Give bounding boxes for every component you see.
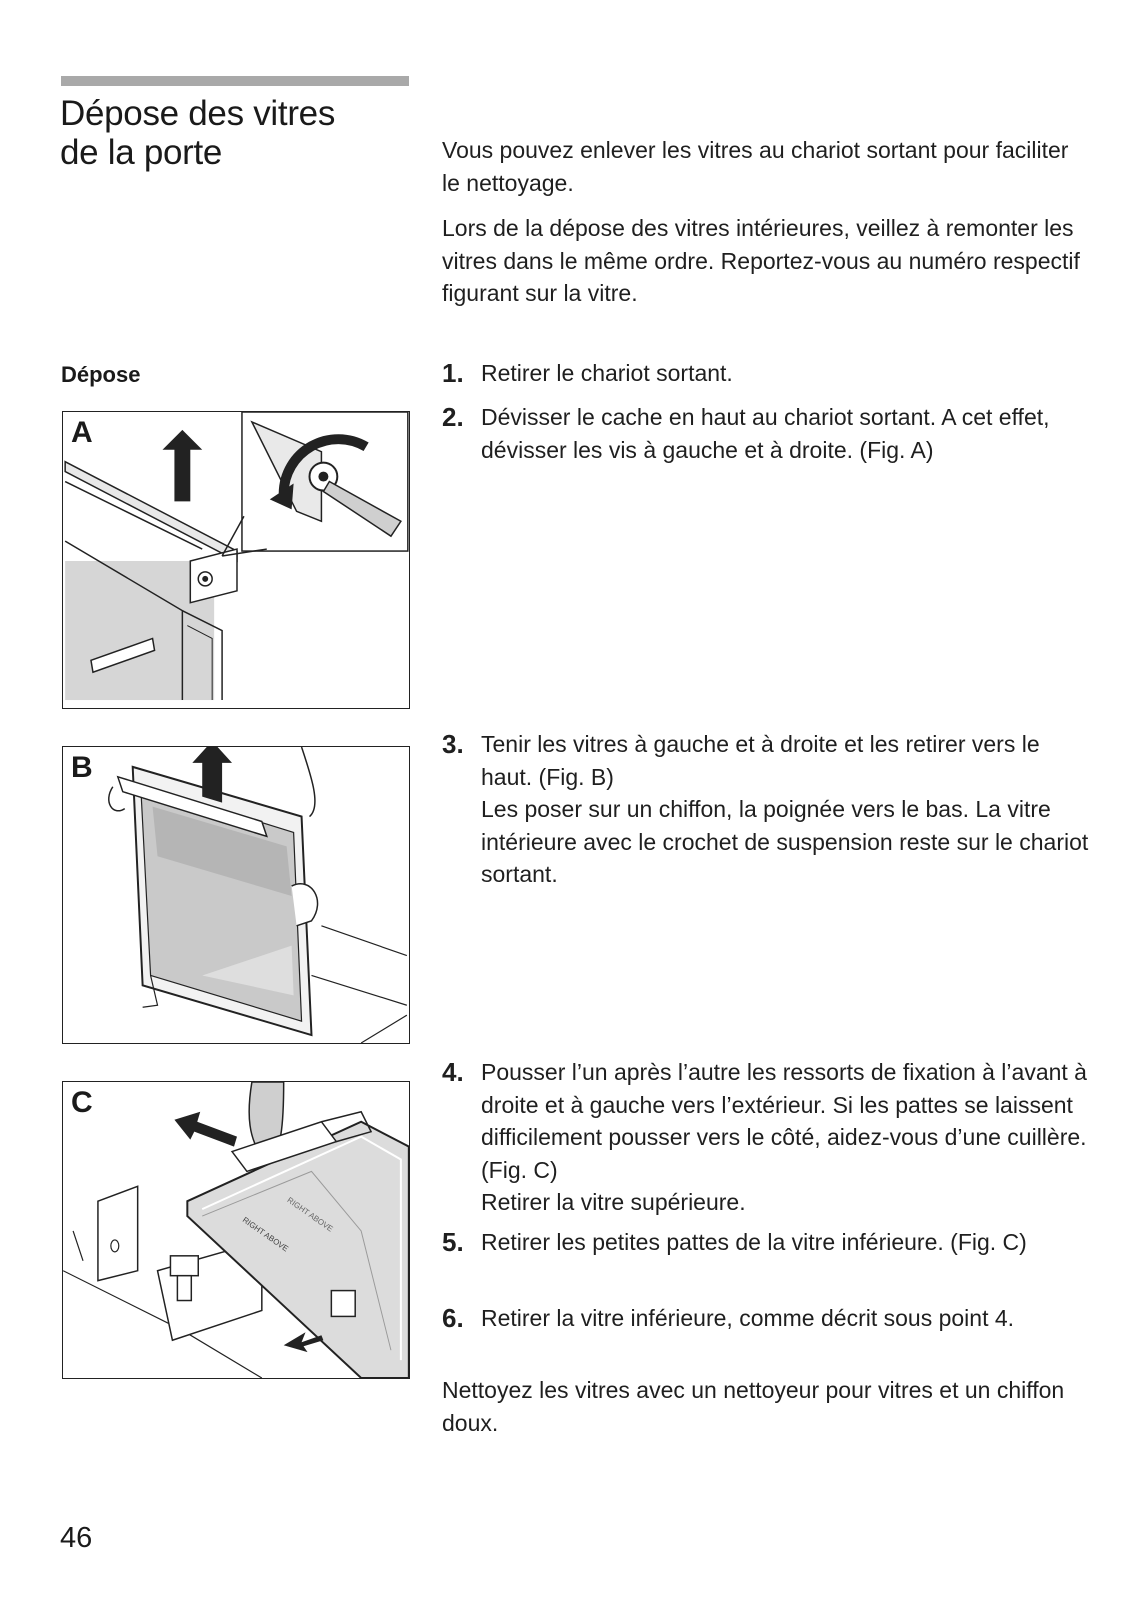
intro-paragraph-2: Lors de la dépose des vitres intérieures… <box>442 215 1080 306</box>
figure-c-illustration: RIGHT ABOVE RIGHT ABOVE <box>63 1082 409 1378</box>
figure-c-label: C <box>71 1086 93 1119</box>
subheading-depose: Dépose <box>61 362 141 387</box>
step-3-text: Tenir les vitres à gauche et à droite et… <box>481 731 1089 887</box>
step-4-text: Pousser l’un après l’autre les ressorts … <box>481 1059 1087 1215</box>
figure-b: B <box>62 746 410 1044</box>
step-1-number: 1. <box>442 358 464 388</box>
figure-b-illustration <box>108 747 408 1043</box>
step-3-number: 3. <box>442 729 464 759</box>
step-3: 3. Tenir les vitres à gauche et à droite… <box>442 728 1092 891</box>
step-1: 1. Retirer le chariot sortant. <box>442 357 1092 390</box>
step-5-number: 5. <box>442 1227 464 1257</box>
step-6: 6. Retirer la vitre inférieure, comme dé… <box>442 1302 1092 1335</box>
figure-c: C RIGHT ABOVE RIGHT ABOVE <box>62 1081 410 1379</box>
figure-a-label: A <box>71 416 93 449</box>
figure-b-label: B <box>71 751 93 784</box>
step-6-number: 6. <box>442 1303 464 1333</box>
title-line-1: Dépose des vitres <box>60 94 336 133</box>
step-2-text: Dévisser le cache en haut au chariot sor… <box>481 404 1050 463</box>
step-6-text: Retirer la vitre inférieure, comme décri… <box>481 1305 1015 1331</box>
step-4: 4. Pousser l’un après l’autre les ressor… <box>442 1056 1092 1219</box>
title-line-2: de la porte <box>60 133 223 172</box>
closing-paragraph: Nettoyez les vitres avec un nettoyeur po… <box>442 1377 1065 1436</box>
step-2: 2. Dévisser le cache en haut au chariot … <box>442 401 1092 466</box>
step-4-number: 4. <box>442 1057 464 1087</box>
figure-a-illustration <box>64 412 409 701</box>
figure-a: A <box>62 411 410 709</box>
section-rule <box>61 76 409 86</box>
page-number: 46 <box>60 1522 93 1554</box>
step-2-number: 2. <box>442 402 464 432</box>
section-title: Dépose des vitres de la porte <box>60 94 420 172</box>
step-1-text: Retirer le chariot sortant. <box>481 360 733 386</box>
step-5: 5. Retirer les petites pattes de la vitr… <box>442 1226 1092 1259</box>
step-5-text: Retirer les petites pattes de la vitre i… <box>481 1229 1027 1255</box>
intro-paragraph-1: Vous pouvez enlever les vitres au chario… <box>442 137 1069 196</box>
